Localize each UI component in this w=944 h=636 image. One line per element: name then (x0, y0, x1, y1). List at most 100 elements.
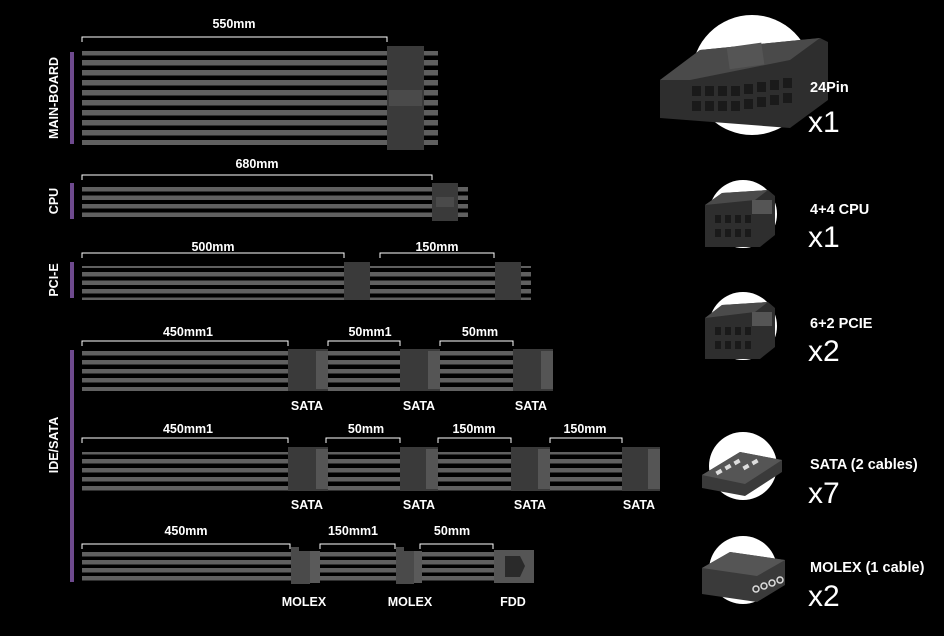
group-pcie: PCI-E (47, 262, 74, 298)
mainboard-cable: 550mm (81, 17, 438, 150)
dimension-bracket (439, 340, 514, 346)
wire-bundle (82, 452, 288, 492)
sata-cable-a: 450mm1 50mm1 50mm SATA SATA SATA (81, 325, 553, 413)
connector-label: SATA (515, 399, 547, 413)
dimension-bracket (325, 437, 401, 443)
wire-stubs (521, 266, 531, 300)
inventory-name: 24Pin (810, 80, 849, 96)
dimension-label: 50mm1 (348, 325, 391, 339)
pcie-cable: 500mm 150mm (81, 240, 531, 300)
wire-stubs (370, 266, 380, 300)
dimension-label: 50mm (462, 325, 498, 339)
dimension-label: 150mm (452, 422, 495, 436)
cpu-cable: 680mm (81, 157, 468, 221)
group-bar (70, 350, 74, 582)
group-label: MAIN-BOARD (47, 57, 61, 139)
connector-face (426, 449, 438, 489)
wire-bundle (82, 351, 288, 391)
inventory-item-sata: SATA (2 cables) x7 (702, 432, 918, 510)
wire-bundle (438, 452, 511, 492)
dimension-bracket (81, 543, 291, 549)
pcie-connector (344, 262, 370, 300)
dimension-label: 550mm (212, 17, 255, 31)
group-idesata: IDE/SATA (47, 350, 74, 582)
group-label: PCI-E (47, 263, 61, 296)
wire-bundle (82, 187, 432, 221)
inventory-item-pcie: 6+2 PCIE x2 (705, 292, 873, 368)
dimension-bracket (549, 437, 623, 443)
group-bar (70, 183, 74, 219)
dimension-label: 450mm1 (163, 422, 213, 436)
inventory-item-cpu: 4+4 CPU x1 (705, 180, 869, 254)
connector-latch (436, 197, 454, 207)
connector-label: SATA (291, 399, 323, 413)
wire-bundle (82, 266, 344, 300)
connector-latch (389, 90, 422, 106)
connector-face (648, 449, 660, 489)
inventory-name: 4+4 CPU (810, 202, 869, 218)
connector-label: SATA (623, 498, 655, 512)
dimension-bracket (81, 174, 433, 180)
dimension-label: 150mm (415, 240, 458, 254)
group-mainboard: MAIN-BOARD (47, 52, 74, 144)
connector-face (428, 351, 440, 389)
connector-face (316, 449, 328, 489)
dimension-label: 450mm (164, 524, 207, 538)
pcie-8pin-connector-icon (705, 292, 777, 360)
dimension-label: 150mm (563, 422, 606, 436)
wire-stubs (424, 51, 438, 145)
dimension-label: 50mm (434, 524, 470, 538)
inventory-name: SATA (2 cables) (810, 457, 918, 473)
connector-label: SATA (403, 498, 435, 512)
dimension-bracket (81, 340, 289, 346)
dimension-label: 150mm1 (328, 524, 378, 538)
wire-stubs (458, 187, 468, 221)
sata-cable-b: 450mm1 50mm 150mm 150mm SATA SATA SATA S… (81, 422, 660, 512)
wire-bundle (320, 552, 396, 582)
molex-connector-icon (702, 536, 785, 604)
sata-connector-icon (702, 432, 782, 500)
wire-bundle (82, 51, 388, 145)
inventory-qty: x7 (808, 477, 840, 510)
inventory-qty: x2 (808, 580, 840, 613)
inventory-qty: x1 (808, 221, 840, 254)
cpu-8pin-connector-icon (705, 180, 777, 248)
dimension-bracket (81, 36, 388, 42)
pcie-connector (495, 262, 521, 300)
connector-face (316, 351, 328, 389)
connector-face (538, 449, 550, 489)
connector-face (541, 351, 553, 389)
dimension-bracket (81, 437, 289, 443)
dimension-bracket (437, 437, 512, 443)
molex-cable: 450mm 150mm1 50mm MOLEX MOLEX FDD (81, 524, 534, 609)
molex-connector (396, 547, 414, 584)
dimension-label: 450mm1 (163, 325, 213, 339)
group-bar (70, 52, 74, 144)
connector-label: SATA (291, 498, 323, 512)
group-cpu: CPU (47, 183, 74, 219)
group-label: IDE/SATA (47, 417, 61, 473)
dimension-label: 50mm (348, 422, 384, 436)
wire-bundle (82, 552, 294, 582)
connector-face (310, 551, 320, 583)
connector-face (414, 551, 422, 583)
dimension-label: 500mm (191, 240, 234, 254)
inventory-name: MOLEX (1 cable) (810, 560, 925, 576)
dimension-bracket (319, 543, 396, 549)
connector-label: MOLEX (282, 595, 327, 609)
fdd-slot (505, 556, 525, 577)
wire-bundle (328, 351, 400, 391)
group-bar (70, 262, 74, 298)
atx-24pin-connector-icon (660, 15, 828, 135)
wire-bundle (440, 351, 513, 391)
wire-bundle (550, 452, 622, 492)
molex-connector (291, 547, 310, 584)
wire-bundle (328, 452, 400, 492)
connector-label: SATA (514, 498, 546, 512)
wire-bundle (380, 266, 495, 300)
inventory-item-molex: MOLEX (1 cable) x2 (702, 536, 925, 613)
inventory-item-24pin: 24Pin x1 (660, 15, 849, 139)
inventory-qty: x2 (808, 335, 840, 368)
group-label: CPU (47, 188, 61, 214)
